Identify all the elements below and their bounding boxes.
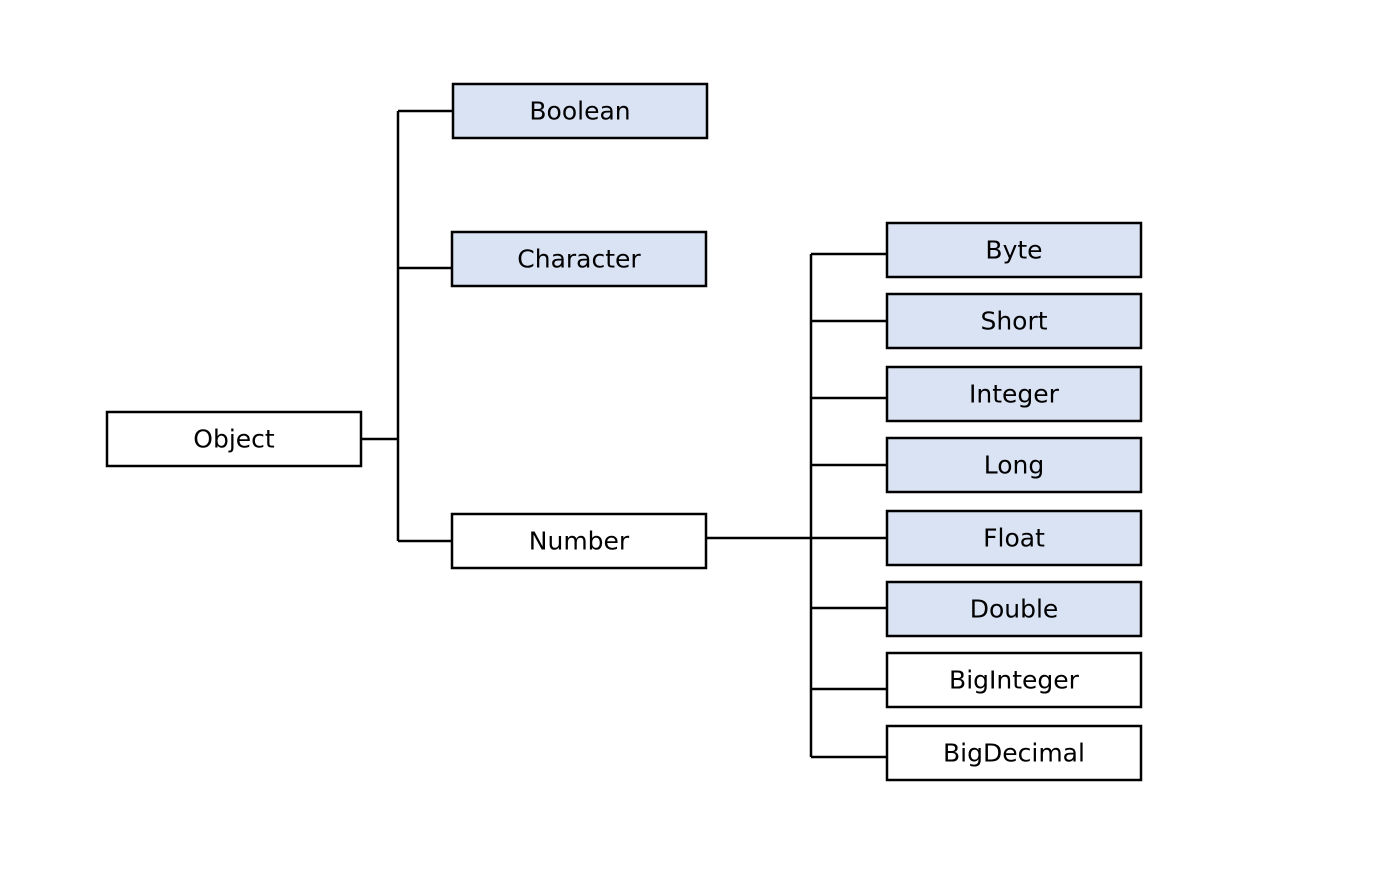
node-short-label: Short — [980, 307, 1047, 336]
node-long-label: Long — [984, 451, 1045, 480]
node-bigdecimal-box — [885, 724, 1143, 782]
node-number-label: Number — [529, 527, 630, 556]
node-double-label: Double — [970, 595, 1059, 624]
node-character-box — [450, 230, 708, 288]
connectors — [361, 109, 887, 759]
node-double: Double — [885, 580, 1143, 638]
node-biginteger-label: BigInteger — [949, 666, 1080, 695]
node-biginteger-box — [885, 651, 1143, 709]
node-long: Long — [885, 436, 1143, 494]
node-long-box — [885, 436, 1143, 494]
node-byte-box — [885, 221, 1143, 279]
node-float-box — [885, 509, 1143, 567]
node-boolean: Boolean — [451, 82, 709, 140]
node-object-label: Object — [193, 425, 275, 454]
node-byte-label: Byte — [985, 236, 1042, 265]
node-boolean-label: Boolean — [529, 97, 630, 126]
node-object: Object — [105, 410, 363, 468]
node-double-box — [885, 580, 1143, 638]
node-object-box — [105, 410, 363, 468]
node-float: Float — [885, 509, 1143, 567]
node-integer: Integer — [885, 365, 1143, 423]
node-boolean-box — [451, 82, 709, 140]
node-byte: Byte — [885, 221, 1143, 279]
node-number: Number — [450, 512, 708, 570]
node-integer-label: Integer — [969, 380, 1060, 409]
node-integer-box — [885, 365, 1143, 423]
node-character-label: Character — [517, 245, 641, 274]
node-float-label: Float — [983, 524, 1045, 553]
node-short-box — [885, 292, 1143, 350]
node-biginteger: BigInteger — [885, 651, 1143, 709]
node-short: Short — [885, 292, 1143, 350]
node-number-box — [450, 512, 708, 570]
node-bigdecimal-label: BigDecimal — [943, 739, 1085, 768]
node-bigdecimal: BigDecimal — [885, 724, 1143, 782]
node-character: Character — [450, 230, 708, 288]
